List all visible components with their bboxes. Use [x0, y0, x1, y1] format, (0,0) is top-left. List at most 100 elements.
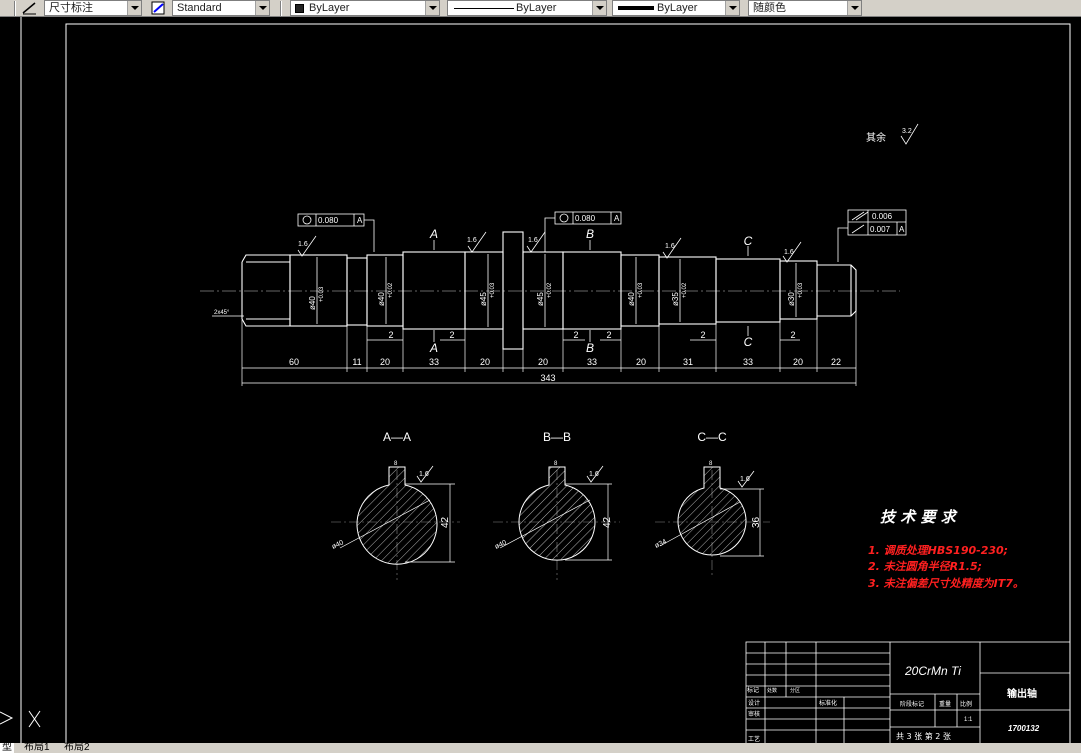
title-cell: 分区	[790, 687, 800, 694]
length-dim: 60	[289, 357, 299, 367]
title-cell: 重量	[939, 700, 951, 708]
drawing-border	[65, 23, 1071, 745]
ucs-icon	[0, 710, 41, 728]
small-dim: 2	[790, 330, 795, 340]
tab-layout1[interactable]: 布局1	[24, 742, 50, 753]
roughness-value: 1.6	[784, 249, 794, 256]
properties-toolbar: 尺寸标注 Standard ByLayer ByLayer ByLayer 随颜…	[0, 0, 1081, 17]
length-dim: 33	[743, 357, 753, 367]
color-swatch	[295, 4, 304, 13]
text-style-select[interactable]: Standard	[172, 0, 270, 16]
title-cell: 标准化	[819, 699, 837, 707]
tolerance-frames	[297, 209, 907, 262]
chevron-down-icon[interactable]	[592, 1, 606, 15]
length-dimension-labels: 60 11 20 33 20 20 33 20 31 33 20 22 343 …	[289, 330, 841, 383]
part-name: 输出轴	[1007, 687, 1037, 700]
section-mark: C	[744, 234, 753, 248]
section-roughness: 1.6	[419, 471, 429, 478]
section-key: 8	[554, 461, 558, 467]
lineweight-value: ByLayer	[657, 2, 698, 14]
layer-color-value: ByLayer	[309, 2, 350, 14]
length-extension-lines	[241, 311, 857, 386]
length-dim: 20	[636, 357, 646, 367]
length-dim: 20	[480, 357, 490, 367]
chevron-down-icon[interactable]	[127, 1, 141, 15]
dimension-style-icon[interactable]	[22, 1, 37, 15]
linetype-select[interactable]: ByLayer	[447, 0, 607, 16]
drawing-number: 1700132	[1008, 724, 1040, 733]
tolerance-label: +0.03	[638, 282, 644, 298]
section-view-c: C—C 36 ø34 8 1.6	[654, 430, 770, 575]
section-title: C—C	[697, 430, 727, 444]
title-cell: 审核	[748, 710, 760, 718]
tolerance-label: +0.03	[319, 286, 325, 302]
section-width: 42	[440, 516, 451, 528]
cad-drawing: ø40 +0.03 ø40 +0.02 ø45 +0.03 ø45 +0.02 …	[0, 17, 1071, 745]
tolerance-label: +0.02	[682, 282, 688, 298]
section-key: 8	[709, 461, 713, 467]
diameter-dimension-lines	[316, 254, 797, 327]
title-block-grid	[745, 641, 1071, 745]
chevron-down-icon[interactable]	[425, 1, 439, 15]
section-marks: A A B B C C	[429, 227, 753, 355]
material-label: 20CrMn Ti	[904, 664, 961, 678]
toolbar-separator	[280, 1, 282, 16]
diameter-label: ø40	[627, 292, 636, 306]
chevron-down-icon[interactable]	[847, 1, 861, 15]
tolerance-label: +0.03	[490, 282, 496, 298]
tolerance-datum: A	[614, 214, 620, 223]
dimension-style-select[interactable]: 尺寸标注	[44, 0, 142, 16]
length-dim: 33	[587, 357, 597, 367]
tolerance-frame-text: 0.080 A 0.080 A 0.006 0.007 A	[318, 212, 905, 234]
tolerance-label: +0.02	[547, 282, 553, 298]
length-dim: 20	[538, 357, 548, 367]
diameter-label: ø40	[377, 292, 386, 306]
text-style-icon[interactable]	[151, 1, 166, 15]
tolerance-value: 0.080	[318, 216, 339, 225]
section-roughness: 1.6	[740, 476, 750, 483]
chevron-down-icon[interactable]	[255, 1, 269, 15]
toolbar-separator	[14, 1, 16, 16]
roughness-other-label: 其余	[866, 131, 886, 144]
section-cut-lines	[433, 240, 749, 342]
diameter-label: ø45	[536, 292, 545, 306]
plot-style-value: 随颜色	[753, 2, 786, 14]
plot-style-select[interactable]: 随颜色	[748, 0, 862, 16]
lineweight-select[interactable]: ByLayer	[612, 0, 740, 16]
title-cell: 阶段标记	[900, 700, 924, 708]
tolerance-label: +0.03	[798, 282, 804, 298]
tolerance-value: 0.080	[575, 214, 596, 223]
tolerance-datum: A	[899, 225, 905, 234]
chevron-down-icon[interactable]	[725, 1, 739, 15]
length-dim: 31	[683, 357, 693, 367]
layer-color-select[interactable]: ByLayer	[290, 0, 440, 16]
roughness-symbols	[297, 123, 919, 263]
title-cell: 标记	[747, 686, 759, 694]
layout-tabs: 型 布局1 布局2	[0, 743, 1081, 753]
roughness-value: 1.6	[467, 237, 477, 244]
section-width: 36	[751, 516, 762, 528]
roughness-value: 1.6	[665, 243, 675, 250]
section-mark: A	[429, 341, 438, 355]
diameter-label: ø35	[671, 292, 680, 306]
title-cell: 1:1	[964, 717, 973, 723]
diameter-label: ø30	[787, 292, 796, 306]
length-dim: 33	[429, 357, 439, 367]
linetype-preview	[454, 8, 514, 9]
drawing-canvas[interactable]: ø40 +0.03 ø40 +0.02 ø45 +0.03 ø45 +0.02 …	[0, 17, 1081, 745]
tab-model[interactable]: 型	[0, 742, 14, 753]
section-mark: B	[586, 227, 594, 241]
shaft-outline	[241, 231, 857, 350]
small-dim: 2	[606, 330, 611, 340]
tab-layout2[interactable]: 布局2	[64, 742, 90, 753]
title-cell: 设计	[748, 699, 760, 707]
tech-requirements-title: 技 术 要 求	[880, 508, 958, 526]
roughness-value: 1.6	[298, 241, 308, 248]
chamfer-label: 2x45°	[214, 310, 230, 316]
section-title: B—B	[543, 430, 571, 444]
length-dim: 11	[352, 357, 361, 367]
section-diameter: ø40	[494, 539, 508, 550]
section-view-b: B—B 42 ø40 8 1.6	[493, 430, 620, 580]
roughness-values: 1.6 1.6 1.6 1.6 1.6	[298, 237, 794, 256]
length-dim: 22	[831, 357, 841, 367]
